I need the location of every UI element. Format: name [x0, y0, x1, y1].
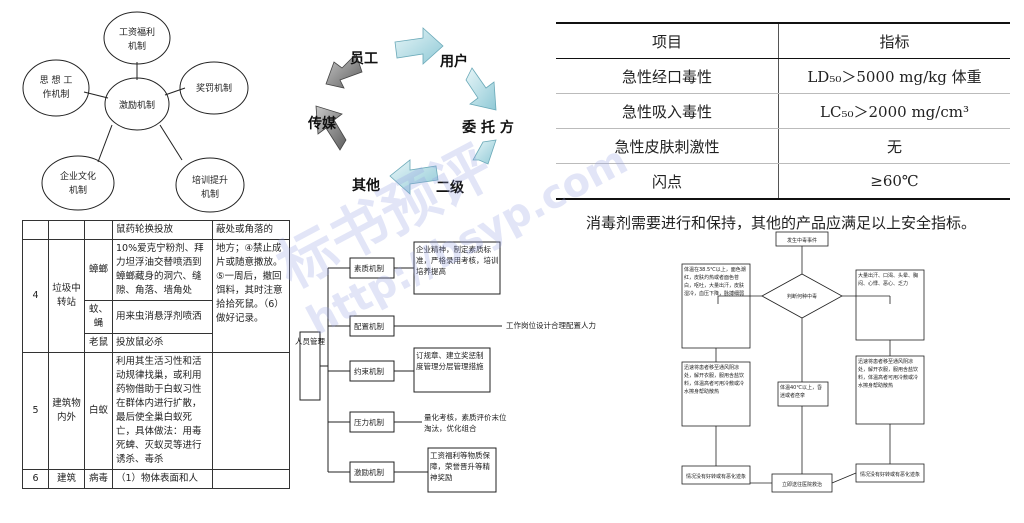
svg-text:用户: 用户: [440, 53, 468, 70]
table-row: 老鼠 投放鼠必杀: [23, 333, 290, 353]
svg-text:机制: 机制: [128, 40, 146, 52]
svg-text:素质机制: 素质机制: [354, 263, 384, 273]
svg-text:委 托 方: 委 托 方: [461, 119, 514, 136]
svg-text:传媒: 传媒: [307, 115, 337, 132]
table-row: 鼠药轮换投放 蔽处或角落的: [22, 220, 290, 240]
table-row: 4 垃圾中转站 蟑螂 10%爱克宁粉剂、拜力坦浮油交替喷洒到蟑螂藏身的洞穴、缝隙…: [22, 239, 290, 353]
svg-text:激励机制: 激励机制: [354, 467, 384, 477]
stakeholder-cycle: 员工 用户 委 托 方 二级 其他 传媒: [307, 27, 514, 196]
svg-text:企业文化: 企业文化: [60, 170, 96, 182]
table-row: 6 建筑 病毒 （1）物体表面和人: [22, 469, 290, 489]
svg-text:约束机制: 约束机制: [354, 366, 384, 376]
svg-text:发生中毒事件: 发生中毒事件: [787, 237, 817, 244]
incentive-diagram: 激励机制 工资福利 机制 奖罚机制 培训提升 机制 企业文化 机制 思 想 工 …: [22, 11, 249, 213]
node-ellipse-3: [175, 157, 245, 213]
svg-text:二级: 二级: [436, 179, 465, 196]
desc-box-1: [413, 241, 501, 295]
svg-text:员工: 员工: [350, 51, 378, 67]
table-row: 5 建筑物内外 白蚁 利用其生活习性和活动规律找巢，或利用药物借助于白蚁习性在群…: [22, 352, 290, 470]
table-row: 急性皮肤刺激性无: [556, 128, 1010, 164]
svg-text:奖罚机制: 奖罚机制: [196, 82, 232, 94]
desc-box-5: [427, 447, 497, 493]
node-ellipse-5: [22, 59, 90, 117]
svg-text:培训提升: 培训提升: [192, 174, 228, 186]
flow-center-mild: [777, 381, 829, 407]
node-ellipse-1: [103, 11, 171, 65]
cycle-arrow-6: [325, 53, 363, 89]
svg-text:判断何种中毒: 判断何种中毒: [787, 293, 817, 300]
svg-text:作机制: 作机制: [42, 88, 69, 100]
center-ellipse: [104, 77, 170, 131]
cycle-arrow-1: [394, 27, 444, 65]
svg-text:人员管理: 人员管理: [295, 336, 325, 346]
svg-text:思 想 工: 思 想 工: [40, 74, 73, 86]
svg-text:配置机制: 配置机制: [354, 321, 384, 331]
node-ellipse-4: [41, 155, 115, 211]
flow-left-end: [681, 465, 751, 485]
desc-box-3: [413, 347, 491, 393]
cycle-arrow-3: [472, 139, 497, 165]
svg-text:工资福利: 工资福利: [119, 26, 155, 38]
emergency-flowchart: 发生中毒事件 判断何种中毒 情况没有好转或有恶化迹象 情况没有好转或有恶化迹象 …: [681, 231, 925, 493]
svg-text:情况没有好转或有恶化迹象: 情况没有好转或有恶化迹象: [686, 473, 746, 480]
svg-text:其他: 其他: [352, 177, 380, 194]
node-ellipse-2: [179, 61, 249, 115]
pest-control-table: 鼠药轮换投放 蔽处或角落的 4 垃圾中转站 蟑螂 10%爱克宁粉剂、拜力坦浮油交…: [22, 220, 290, 489]
svg-text:压力机制: 压力机制: [354, 417, 384, 427]
svg-text:情况没有好转或有恶化迹象: 情况没有好转或有恶化迹象: [860, 471, 920, 478]
cycle-arrow-4: [389, 159, 439, 195]
svg-text:机制: 机制: [201, 188, 219, 200]
toxicity-note: 消毒剂需要进行和保持，其他的产品应满足以上安全指标。: [586, 214, 977, 232]
mechanism-chart: 人员管理 素质机制 配置机制 约束机制 压力机制 激励机制 企业精神，制定素质标…: [295, 241, 596, 493]
center-label: 激励机制: [119, 99, 155, 111]
cycle-arrow-5: [315, 105, 347, 151]
cycle-arrow-2: [465, 67, 497, 111]
table-row: 闪点≥60℃: [556, 163, 1010, 200]
svg-text:立即送往医院救治: 立即送往医院救治: [782, 481, 822, 488]
svg-text:机制: 机制: [69, 184, 87, 196]
